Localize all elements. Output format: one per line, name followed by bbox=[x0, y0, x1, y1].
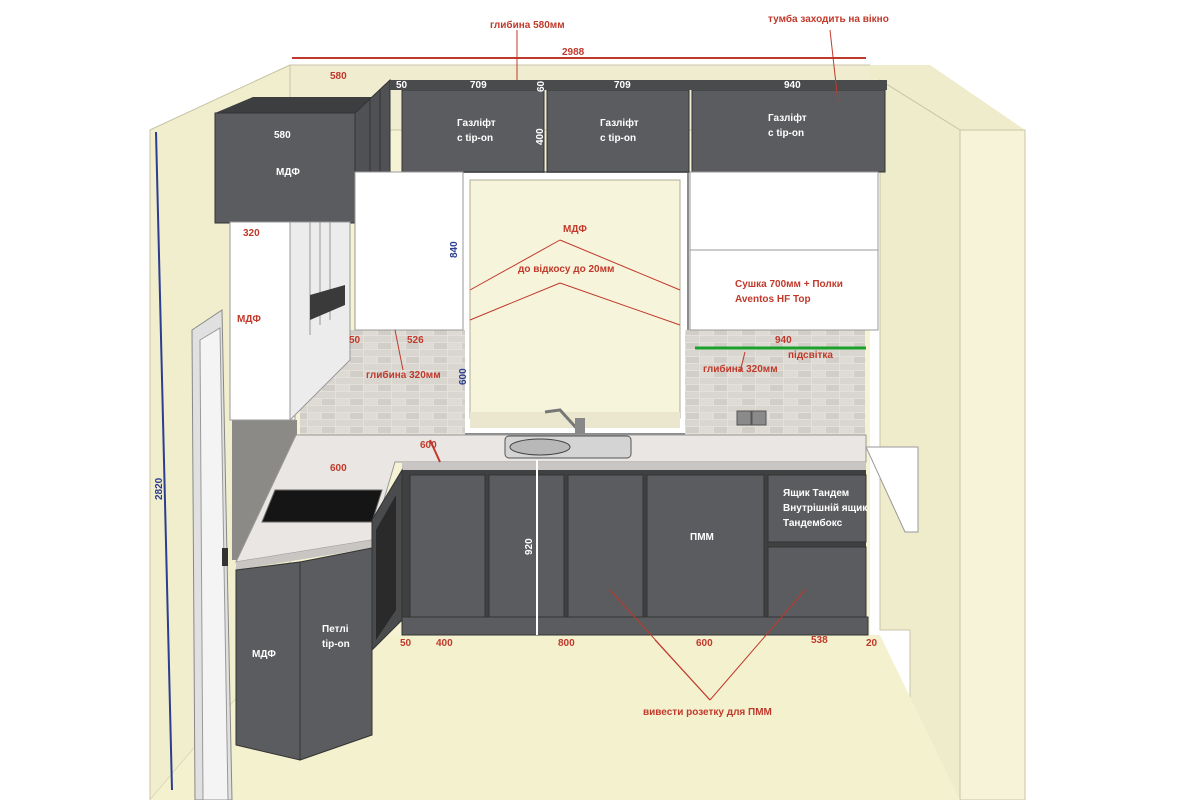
note-depth-580: глибина 580мм bbox=[490, 19, 565, 31]
dim-tall-840: 840 bbox=[449, 241, 460, 258]
label-gaslift-3b: с tip-on bbox=[768, 128, 804, 139]
dim-upper-580: 580 bbox=[274, 130, 291, 141]
dim-base-800: 800 bbox=[558, 638, 575, 649]
note-to-slope: до відкосу до 20мм bbox=[518, 264, 614, 275]
dim-upper-940: 940 bbox=[784, 80, 801, 91]
dim-base-538: 538 bbox=[811, 635, 828, 646]
label-hinges-a: Петлі bbox=[322, 624, 349, 635]
dim-base-50: 50 bbox=[400, 638, 412, 649]
label-mdf-left-wall: МДФ bbox=[237, 314, 261, 325]
label-gaslift-2a: Газліфт bbox=[600, 117, 639, 129]
dim-side-320: 320 bbox=[243, 228, 260, 239]
note-backlight: підсвітка bbox=[788, 350, 833, 361]
pillar-side bbox=[959, 129, 1026, 800]
dim-upper-709-b: 709 bbox=[614, 80, 631, 91]
left-wall-cabinet bbox=[229, 221, 296, 421]
note-dryer-1: Сушка 700мм + Полки bbox=[735, 279, 843, 290]
note-depth-320-right: глибина 320мм bbox=[703, 363, 778, 375]
dim-backsplash-600: 600 bbox=[458, 368, 469, 385]
dim-base-920: 920 bbox=[524, 538, 535, 555]
label-gaslift-1a: Газліфт bbox=[457, 117, 496, 129]
dim-gap-50-top: 50 bbox=[396, 80, 408, 91]
dim-upper-709-a: 709 bbox=[470, 80, 487, 91]
top-cabinet-left-top bbox=[215, 97, 388, 113]
label-mdf-window: МДФ bbox=[563, 224, 587, 235]
faucet bbox=[544, 408, 582, 434]
upper-cabinets-top bbox=[390, 80, 887, 90]
tall-cabinet bbox=[354, 171, 464, 331]
right-upper-white bbox=[689, 171, 879, 251]
label-gaslift-1b: с tip-on bbox=[457, 133, 493, 144]
socket-2 bbox=[751, 410, 767, 426]
note-dryer-2: Aventos HF Top bbox=[735, 294, 811, 305]
corner-countertop-edge bbox=[236, 540, 372, 570]
plinth bbox=[401, 616, 869, 636]
upper-cabinet-1 bbox=[401, 89, 545, 173]
top-cabinet-left bbox=[214, 112, 359, 224]
sink-bowl bbox=[509, 438, 571, 456]
cooktop bbox=[261, 489, 383, 523]
dim-top-580: 580 bbox=[330, 71, 347, 82]
base-door-3 bbox=[567, 474, 644, 618]
dim-upper-60: 60 bbox=[536, 80, 547, 92]
base-door-dishwasher bbox=[646, 474, 765, 618]
label-dishwasher: ПММ bbox=[690, 532, 714, 543]
label-gaslift-2b: с tip-on bbox=[600, 133, 636, 144]
label-tandem-1: Ящик Тандем bbox=[783, 488, 849, 499]
side-table bbox=[865, 446, 919, 533]
upper-cabinet-2 bbox=[546, 89, 690, 173]
note-depth-320-left: глибина 320мм bbox=[366, 369, 441, 381]
corner-base-left bbox=[235, 561, 301, 761]
base-drawer-bottom bbox=[767, 546, 867, 618]
base-drawer-top bbox=[767, 474, 867, 543]
room-door-frame bbox=[199, 327, 229, 800]
corner-base-right bbox=[299, 547, 373, 761]
label-tandem-2: Внутрішній ящик bbox=[783, 503, 868, 514]
note-outlet-dishwasher: вивести розетку для ПММ bbox=[643, 707, 772, 718]
hood bbox=[310, 285, 345, 320]
base-door-2 bbox=[488, 474, 565, 618]
label-hinges-b: tip-on bbox=[322, 639, 350, 650]
dim-counter-600: 600 bbox=[420, 440, 437, 451]
base-door-1 bbox=[409, 474, 486, 618]
door-handle bbox=[222, 548, 228, 566]
label-gaslift-3a: Газліфт bbox=[768, 112, 807, 124]
dim-total-width: 2988 bbox=[562, 47, 585, 58]
dim-gap-50-mid: 50 bbox=[349, 335, 361, 346]
dim-width-526: 526 bbox=[407, 335, 424, 346]
label-mdf-top-left: МДФ bbox=[276, 167, 300, 178]
socket-1 bbox=[736, 410, 752, 426]
dim-base-400: 400 bbox=[436, 638, 453, 649]
dim-upper-height-400: 400 bbox=[535, 128, 546, 145]
label-tandem-3: Тандембокс bbox=[783, 517, 843, 529]
window bbox=[461, 171, 689, 435]
dim-room-height: 2820 bbox=[154, 477, 165, 500]
countertop-edge bbox=[402, 462, 866, 470]
dim-right-940: 940 bbox=[775, 335, 792, 346]
right-lower-white bbox=[689, 249, 879, 331]
dim-base-20: 20 bbox=[866, 638, 878, 649]
dim-corner-600: 600 bbox=[330, 463, 347, 474]
countertop bbox=[235, 434, 867, 563]
label-mdf-bottom: МДФ bbox=[252, 649, 276, 660]
oven bbox=[376, 495, 396, 640]
dim-base-600: 600 bbox=[696, 638, 713, 649]
note-cabinet-window: тумба заходить на вікно bbox=[768, 13, 889, 25]
